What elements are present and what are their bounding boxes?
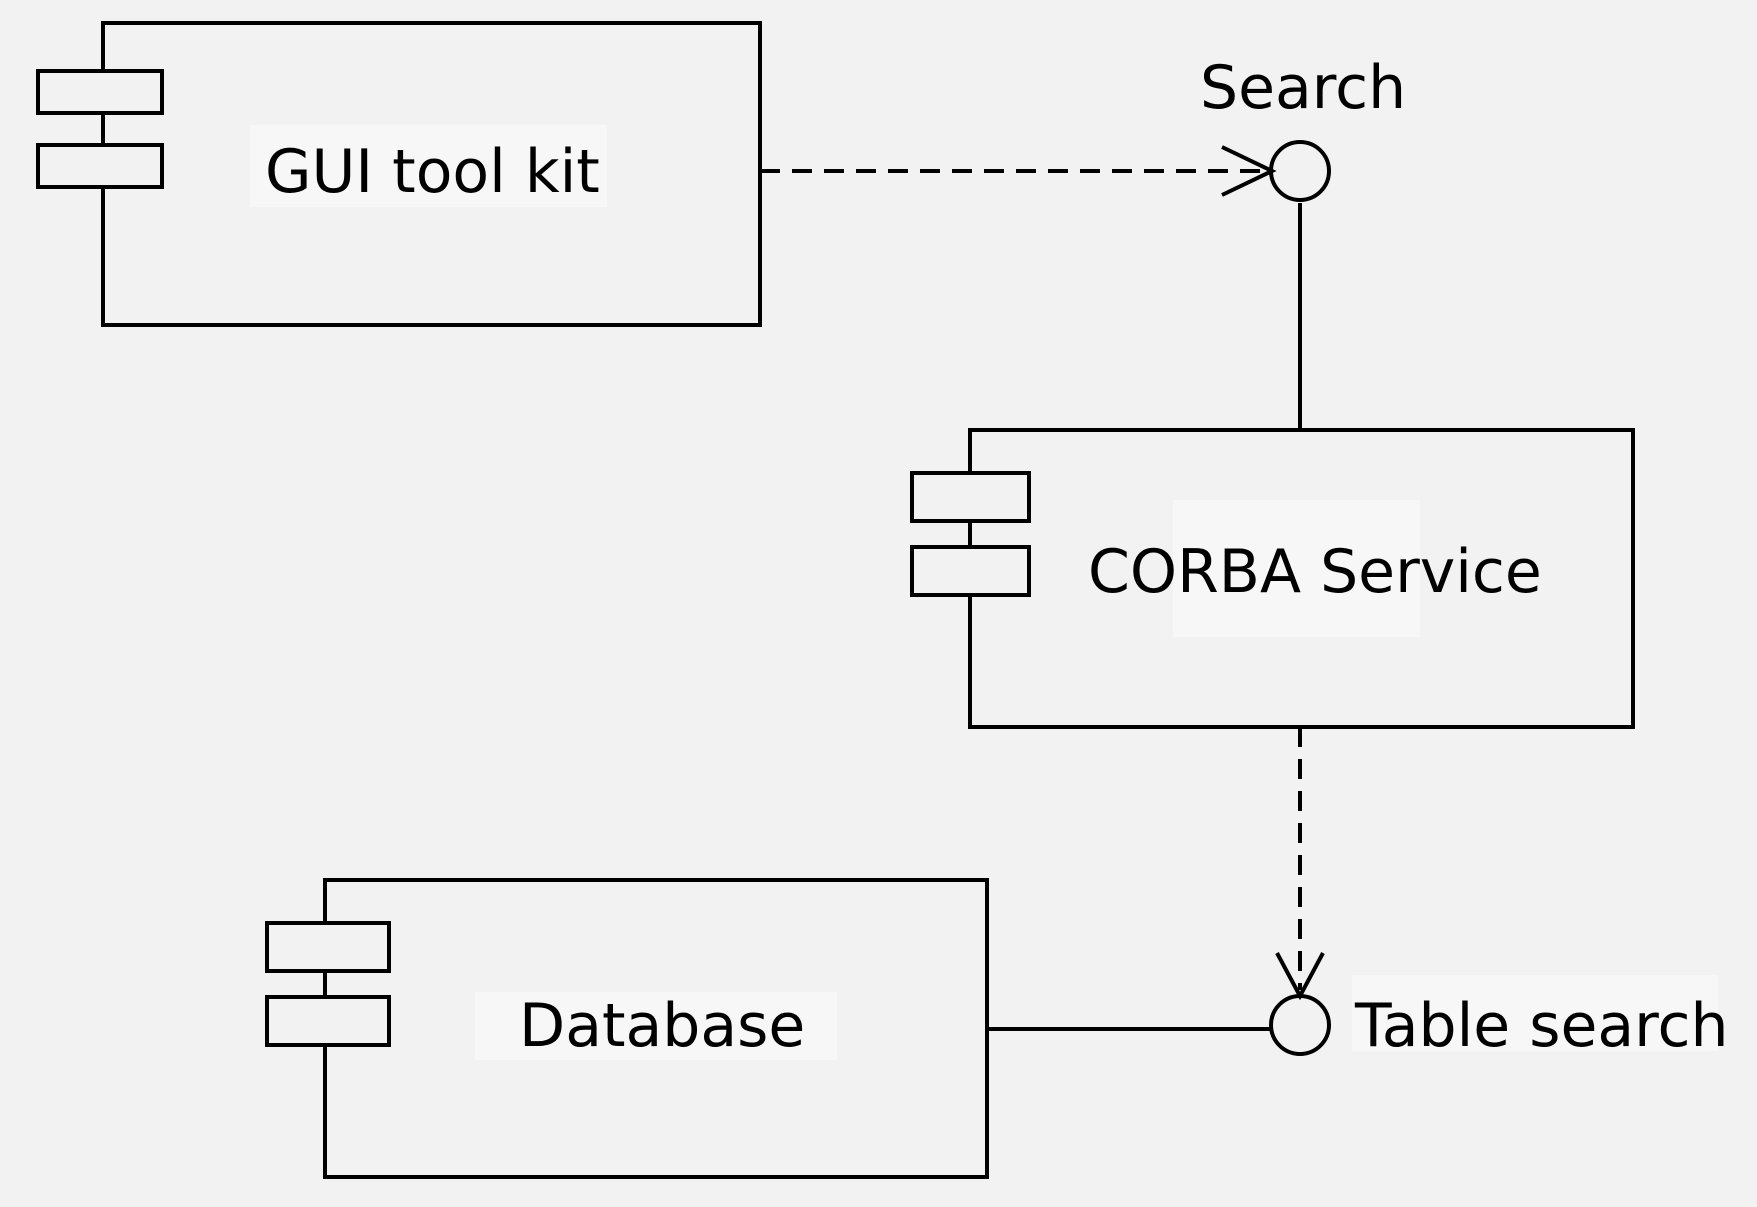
component-tab-bottom — [36, 143, 164, 189]
interface-search: Search — [1200, 53, 1406, 430]
component-tab-top — [910, 471, 1031, 523]
label-background — [1173, 500, 1420, 637]
label-background — [475, 992, 837, 1060]
interface-table-search: Table search — [987, 975, 1729, 1061]
interface-label: Table search — [1354, 991, 1729, 1061]
label-background — [1352, 975, 1718, 1051]
dependency-arrowhead — [1275, 952, 1325, 1001]
component-tab-bottom — [910, 545, 1031, 597]
interface-lollipop — [1269, 994, 1331, 1056]
component-label: Database — [519, 991, 805, 1061]
label-background — [250, 125, 607, 207]
component-gui-tool-kit: GUI tool kit — [36, 21, 762, 327]
interface-label: Search — [1200, 53, 1406, 123]
component-corba-service: CORBA Service — [910, 428, 1635, 729]
component-tab-bottom — [265, 995, 391, 1047]
dependency-corba-to-table-search — [1275, 727, 1325, 1001]
component-label: GUI tool kit — [265, 137, 600, 207]
component-label: CORBA Service — [1088, 537, 1542, 607]
component-tab-top — [265, 921, 391, 973]
dependency-gui-to-search — [760, 145, 1277, 197]
interface-lollipop — [1269, 140, 1331, 202]
dependency-arrowhead — [1221, 145, 1277, 197]
component-tab-top — [36, 69, 164, 115]
component-database: Database — [265, 878, 989, 1179]
